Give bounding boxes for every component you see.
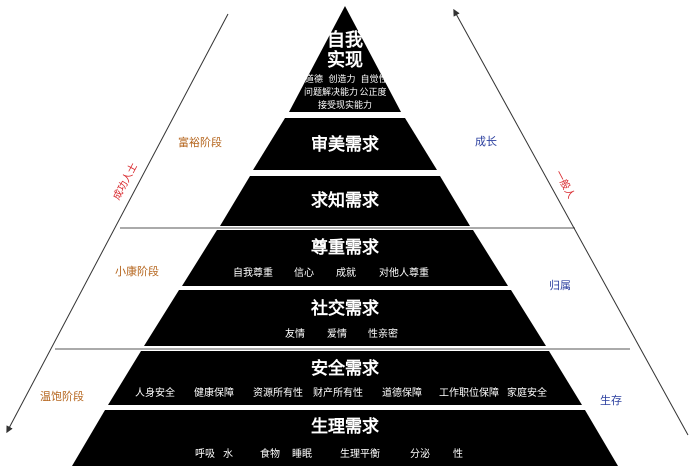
tier-cognitive-title: 求知需求 (311, 190, 379, 211)
tier-social (144, 290, 546, 346)
social-item-love: 爱情 (327, 327, 347, 340)
tier-esteem-title: 尊重需求 (311, 237, 379, 258)
stage-label-rich: 富裕阶段 (178, 135, 222, 149)
tier-social-title: 社交需求 (310, 298, 379, 319)
pyramid (72, 6, 618, 466)
safety-item-moral: 道德保障 (382, 386, 422, 399)
safety-item-property: 财产所有性 (313, 386, 363, 399)
tier-aesthetic-title: 审美需求 (311, 134, 379, 155)
esteem-item-respect-others: 对他人尊重 (379, 266, 429, 279)
right-label-belonging: 归属 (549, 278, 571, 292)
social-item-friendship: 友情 (285, 327, 305, 340)
tier-safety-title: 安全需求 (311, 358, 379, 379)
safety-item-health: 健康保障 (194, 386, 234, 399)
tier-physiological (72, 410, 618, 466)
physiological-item-secretion: 分泌 (410, 447, 430, 460)
physiological-item-balance: 生理平衡 (340, 447, 380, 460)
safety-item-resources: 资源所有性 (253, 386, 303, 399)
self-actualization-item-accept-reality: 接受现实能力 (318, 99, 372, 111)
safety-item-family: 家庭安全 (507, 386, 547, 399)
physiological-item-food: 食物 (260, 447, 280, 460)
self-actualization-item-consciousness: 自觉性 (360, 73, 387, 85)
physiological-item-sleep: 睡眠 (292, 447, 312, 460)
arrow-label-successful-people: 成功人士 (110, 161, 140, 202)
physiological-item-breathing: 呼吸 (195, 448, 215, 460)
self-actualization-item-morality: 道德 (305, 73, 323, 85)
physiological-item-sex: 性 (453, 447, 463, 460)
right-label-growth: 成长 (475, 135, 497, 148)
safety-item-job: 工作职位保障 (439, 386, 499, 399)
tier-cognitive (220, 176, 470, 226)
tier-physiological-title: 生理需求 (311, 416, 379, 437)
social-item-intimacy: 性亲密 (368, 327, 398, 340)
stage-label-subsistence: 温饱阶段 (40, 389, 84, 403)
right-arrow-line (453, 8, 689, 436)
right-label-survival: 生存 (600, 393, 622, 407)
esteem-item-self-respect: 自我尊重 (233, 266, 273, 279)
tier-safety (108, 351, 582, 405)
tier-self-actualization-title-line1: 自我 (327, 29, 363, 51)
tier-esteem (182, 230, 508, 286)
stage-label-moderate: 小康阶段 (115, 264, 159, 278)
physiological-item-water: 水 (223, 448, 233, 460)
esteem-item-confidence: 信心 (294, 267, 314, 279)
tier-aesthetic (253, 118, 437, 170)
self-actualization-item-fairness: 公正度 (359, 86, 386, 98)
safety-item-personal: 人身安全 (135, 386, 175, 399)
self-actualization-item-problem-solving: 问题解决能力 (304, 86, 358, 98)
self-actualization-item-creativity: 创造力 (328, 73, 355, 85)
esteem-item-achievement: 成就 (336, 266, 356, 279)
left-arrow-line (6, 13, 229, 434)
tier-self-actualization (289, 6, 401, 112)
tier-self-actualization-title-line2: 实现 (327, 49, 363, 71)
